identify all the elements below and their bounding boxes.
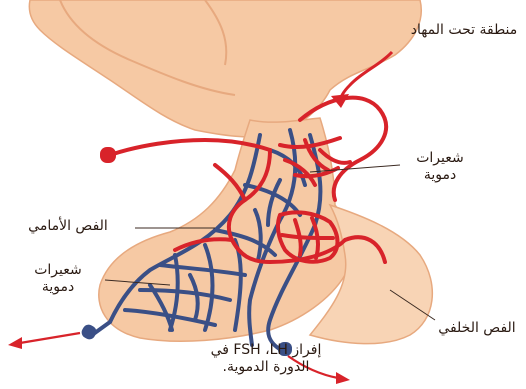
- capillaries-lower-label: شعيرات دموية: [18, 262, 98, 296]
- secretion-label: إفراز FSH ،LH في الدورة الدموية.: [186, 342, 346, 376]
- capillaries-lower-line2: دموية: [18, 279, 98, 296]
- hypothalamus-label-text: منطقة تحت المهاد: [408, 22, 520, 39]
- hypothalamus-tissue: [29, 0, 421, 137]
- hypothalamus-label: منطقة تحت المهاد: [408, 22, 520, 39]
- anterior-lobe-label-text: الفص الأمامي: [2, 218, 134, 235]
- secretion-label-line1: إفراز FSH ،LH في: [186, 342, 346, 359]
- anterior-lobe-label: الفص الأمامي: [2, 218, 134, 235]
- outflow-arrowhead-left: [8, 337, 22, 349]
- artery-inlet: [100, 147, 116, 163]
- secretion-label-line2: الدورة الدموية.: [186, 359, 346, 376]
- outflow-arrow-left: [20, 333, 80, 343]
- posterior-lobe-label-text: الفص الخلفي: [430, 320, 524, 337]
- capillaries-lower-line1: شعيرات: [18, 262, 98, 279]
- posterior-lobe-label: الفص الخلفي: [430, 320, 524, 337]
- vein-outlet-left: [79, 322, 98, 341]
- capillaries-upper-label: شعيرات دموية: [400, 150, 480, 184]
- capillaries-upper-line1: شعيرات: [400, 150, 480, 167]
- capillaries-upper-line2: دموية: [400, 167, 480, 184]
